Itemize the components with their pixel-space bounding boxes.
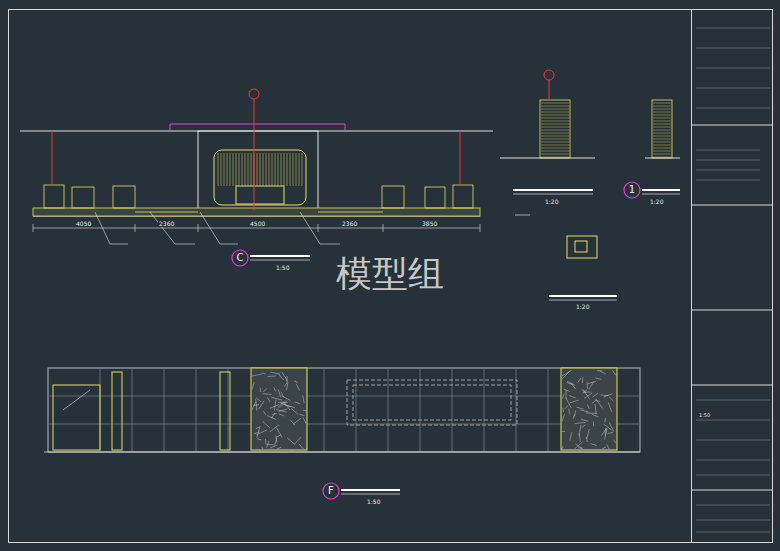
scale-note: 1:50 — [367, 499, 380, 505]
watermark: 模型组 — [336, 256, 444, 292]
callout-letter: F — [322, 482, 340, 500]
callout-circle: C — [231, 249, 249, 267]
callout-letter: C — [231, 249, 249, 267]
dimension: 2360 — [158, 221, 175, 227]
callout-circle: F — [322, 482, 340, 500]
scale-note: 1:20 — [650, 199, 663, 205]
dimension: 4500 — [249, 221, 266, 227]
scale-note: 1:50 — [276, 265, 289, 271]
dimension: 4050 — [75, 221, 92, 227]
dimension: 2360 — [341, 221, 358, 227]
callout-circle: 1 — [623, 181, 641, 199]
callout-letter: 1 — [623, 181, 641, 199]
dimension: 3850 — [421, 221, 438, 227]
scale-note: 1:50 — [699, 413, 710, 418]
scale-note: 1:20 — [576, 304, 589, 310]
scale-note: 1:20 — [545, 199, 558, 205]
